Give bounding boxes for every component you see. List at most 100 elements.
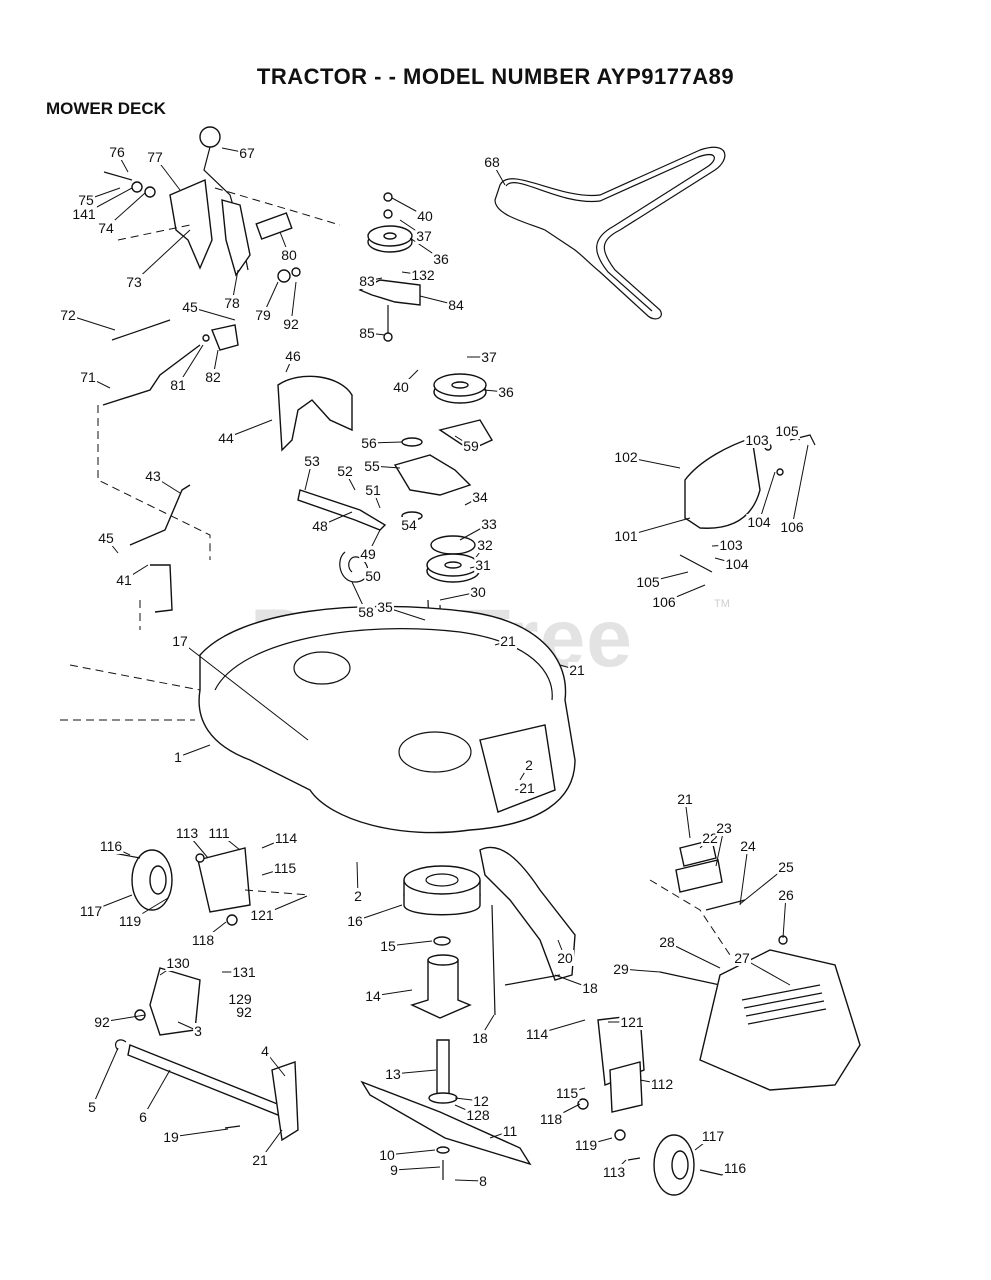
callout-part-number: 15 [380,938,396,954]
callout-label-background [357,604,375,620]
callout-part-number: 115 [556,1085,579,1101]
callout-label-background [469,584,487,600]
callout-part-number: 79 [255,307,271,323]
callout-label-background [284,348,302,364]
callout-label-background [231,964,257,980]
callout-label-background [358,325,376,341]
callout-label-background [499,633,517,649]
callout-label-background [254,307,272,323]
callout-part-number: 16 [347,913,363,929]
callout-label-background [462,438,480,454]
callout-label-background [651,594,677,610]
callout-part-number: 119 [575,1137,598,1153]
callout-label-background [722,1160,748,1176]
callout-part-number: 26 [778,887,794,903]
callout-part-number: 131 [232,964,256,980]
callout-part-number: 1 [174,749,182,765]
callout-part-number: 23 [716,820,732,836]
callout-label-background [364,482,382,498]
callout-label-background [432,251,450,267]
callout-part-number: 84 [448,297,464,313]
callout-part-number: 116 [100,838,123,854]
callout-part-number: 10 [379,1147,395,1163]
callout-part-number: 31 [475,557,491,573]
callout-part-number: 105 [775,423,799,439]
callout-label-background [360,435,378,451]
callout-label-background [676,791,694,807]
callout-label-background [173,749,184,765]
callout-part-number: 36 [498,384,514,400]
callout-part-number: 81 [170,377,186,393]
callout-label-background [169,377,187,393]
callout-part-number: 101 [614,528,638,544]
callout-label-background [465,1107,491,1123]
callout-label-background [238,145,256,161]
callout-label-background [273,830,299,846]
callout-label-background [144,468,162,484]
callout-part-number: 104 [747,514,771,530]
callout-label-background [501,1123,519,1139]
callout-label-background [272,860,298,876]
callout-part-number: 51 [365,482,381,498]
callout-label-background [251,1152,269,1168]
callout-label-background [260,1043,271,1059]
callout-label-background [619,1014,645,1030]
callout-label-background [471,489,489,505]
callout-label-background [497,384,515,400]
callout-label-background [746,514,772,530]
callout-part-number: 27 [734,950,750,966]
callout-part-number: 35 [377,599,393,615]
callout-label-background [174,825,200,841]
callout-part-number: 9 [390,1162,398,1178]
callout-part-number: 40 [393,379,409,395]
callout-part-number: 56 [361,435,377,451]
callout-part-number: 121 [620,1014,644,1030]
callout-label-background [162,1129,180,1145]
callout-label-background [718,537,744,553]
callout-label-background [77,192,95,208]
callout-part-number: 41 [116,572,132,588]
callout-part-number: 30 [470,584,486,600]
callout-part-number: 119 [119,913,142,929]
callout-label-background [777,859,795,875]
callout-part-number: 24 [740,838,756,854]
callout-leader-line [791,444,809,528]
belt-68 [494,146,726,320]
callout-part-number: 29 [613,961,629,977]
callout-label-background [613,449,639,465]
watermark-trademark: TM [714,598,730,610]
callout-part-number: 83 [359,273,375,289]
callout-label-background [779,519,805,535]
callout-part-number: 92 [236,1004,252,1020]
callout-label-background [612,961,630,977]
callout-part-number: 32 [477,537,493,553]
callout-label-background [447,297,465,313]
callout-part-number: 5 [88,1099,96,1115]
callout-label-background [701,830,719,846]
callout-part-number: 129 [228,991,252,1007]
callout-part-number: 22 [702,830,718,846]
callout-part-number: 2 [354,888,362,904]
callout-label-background [478,1173,489,1189]
callout-part-number: 106 [652,594,676,610]
callout-part-number: 2 [525,757,533,773]
callout-part-number: 37 [416,228,432,244]
callout-part-number: 141 [72,206,96,222]
callout-label-background [363,458,381,474]
callout-part-number: 105 [636,574,660,590]
callout-part-number: 33 [481,516,497,532]
callout-part-number: 6 [139,1109,147,1125]
callout-part-number: 118 [540,1111,563,1127]
callout-part-number: 17 [172,633,188,649]
callout-label-background [249,907,275,923]
callout-part-number: 43 [145,468,161,484]
callout-label-background [146,149,164,165]
callout-part-number: 40 [417,208,433,224]
gauge-wheel-right [577,1014,723,1196]
callout-label-background [378,1147,396,1163]
callout-label-background [379,938,397,954]
callout-label-background [165,955,191,971]
idler-arm-assembly [297,373,494,666]
callout-part-number: 128 [466,1107,490,1123]
callout-leader-line [758,471,776,523]
